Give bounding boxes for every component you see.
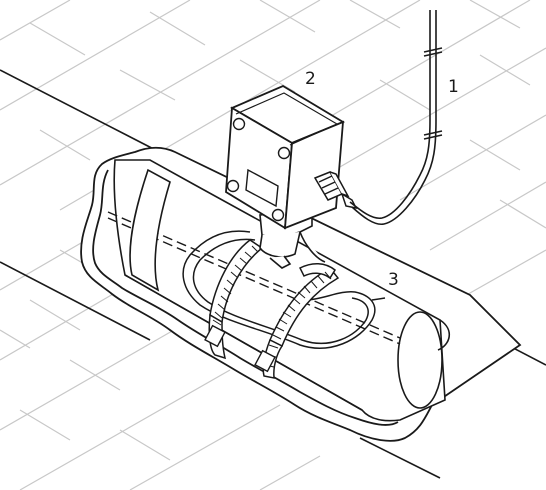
heating-cable-loop <box>182 230 386 349</box>
callout-junction-box: 2 <box>305 69 316 89</box>
pipe-clamp-right <box>262 263 340 379</box>
pipe-band-left <box>129 168 171 292</box>
junction-box-screws <box>226 117 291 222</box>
supply-cable <box>349 10 443 226</box>
junction-box-label-plate <box>245 168 279 208</box>
junction-box <box>225 84 345 230</box>
cable-gland <box>313 171 358 210</box>
callout-cable: 1 <box>448 77 459 97</box>
callout-heating-cable: 3 <box>388 270 399 290</box>
clamp-ends <box>204 324 276 373</box>
